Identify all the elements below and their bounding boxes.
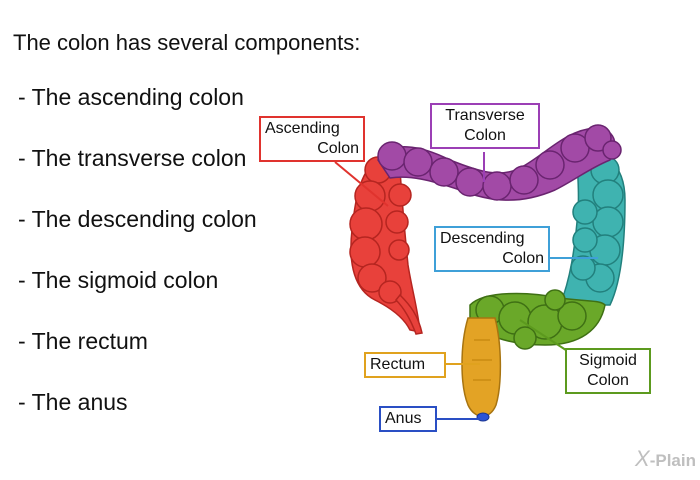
label-descending-colon: Descending Colon <box>434 226 550 272</box>
label-descending-line2: Colon <box>502 250 544 267</box>
label-sigmoid-colon: Sigmoid Colon <box>565 348 651 394</box>
list-item-transverse: - The transverse colon <box>18 145 247 171</box>
label-transverse-line1: Transverse <box>445 107 525 124</box>
label-sigmoid-line1: Sigmoid <box>579 352 637 369</box>
list-item-ascending: - The ascending colon <box>18 84 244 110</box>
sigmoid-colon-shape <box>469 289 606 350</box>
page-heading: The colon has several components: <box>13 30 361 55</box>
label-rectum-text: Rectum <box>370 356 426 373</box>
list-item-descending: - The descending colon <box>18 206 257 232</box>
label-anus-text: Anus <box>385 410 422 427</box>
rectum-shape <box>461 317 502 417</box>
list-item-rectum: - The rectum <box>18 328 148 354</box>
label-rectum: Rectum <box>364 352 446 378</box>
leader-ascending <box>334 161 389 207</box>
xplain-logo: X-Plain <box>635 446 696 472</box>
label-transverse-colon: Transverse Colon <box>430 103 540 149</box>
label-sigmoid-line2: Colon <box>587 372 629 389</box>
list-item-anus: - The anus <box>18 389 128 415</box>
logo-mark: X <box>635 446 650 471</box>
logo-text: -Plain <box>649 451 696 470</box>
label-ascending-colon: Ascending Colon <box>259 116 365 162</box>
label-ascending-line2: Colon <box>317 140 359 157</box>
label-transverse-line2: Colon <box>464 127 506 144</box>
label-ascending-line1: Ascending <box>265 120 340 137</box>
label-anus: Anus <box>379 406 437 432</box>
transverse-colon-shape <box>377 124 622 201</box>
descending-colon-shape <box>558 149 626 306</box>
ascending-colon-shape <box>349 154 423 335</box>
label-descending-line1: Descending <box>440 230 525 247</box>
list-item-sigmoid: - The sigmoid colon <box>18 267 219 293</box>
